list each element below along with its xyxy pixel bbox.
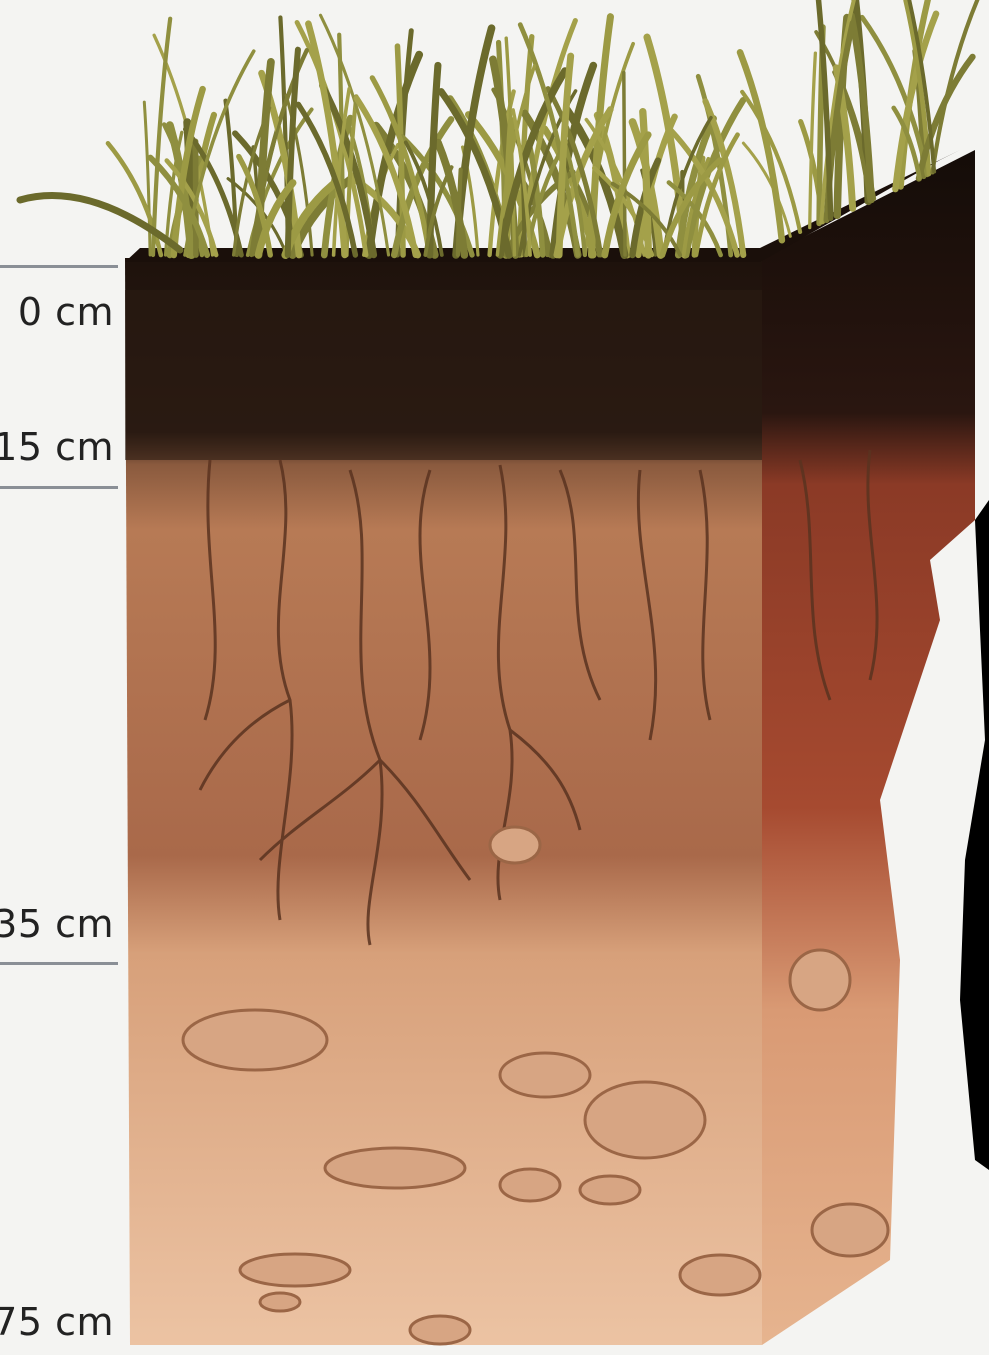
depth-label-75cm: 75 cm <box>0 1300 114 1344</box>
depth-label-35cm: 35 cm <box>0 902 114 946</box>
soil-side-face <box>762 150 975 1345</box>
torn-edge-shadow <box>960 500 989 1170</box>
depth-tick-35 <box>0 962 118 965</box>
topsoil-texture <box>125 290 762 460</box>
depth-label-0cm: 0 cm <box>18 290 114 334</box>
depth-tick-15 <box>0 486 118 489</box>
depth-label-15cm: 15 cm <box>0 425 114 469</box>
depth-tick-0 <box>0 265 118 268</box>
